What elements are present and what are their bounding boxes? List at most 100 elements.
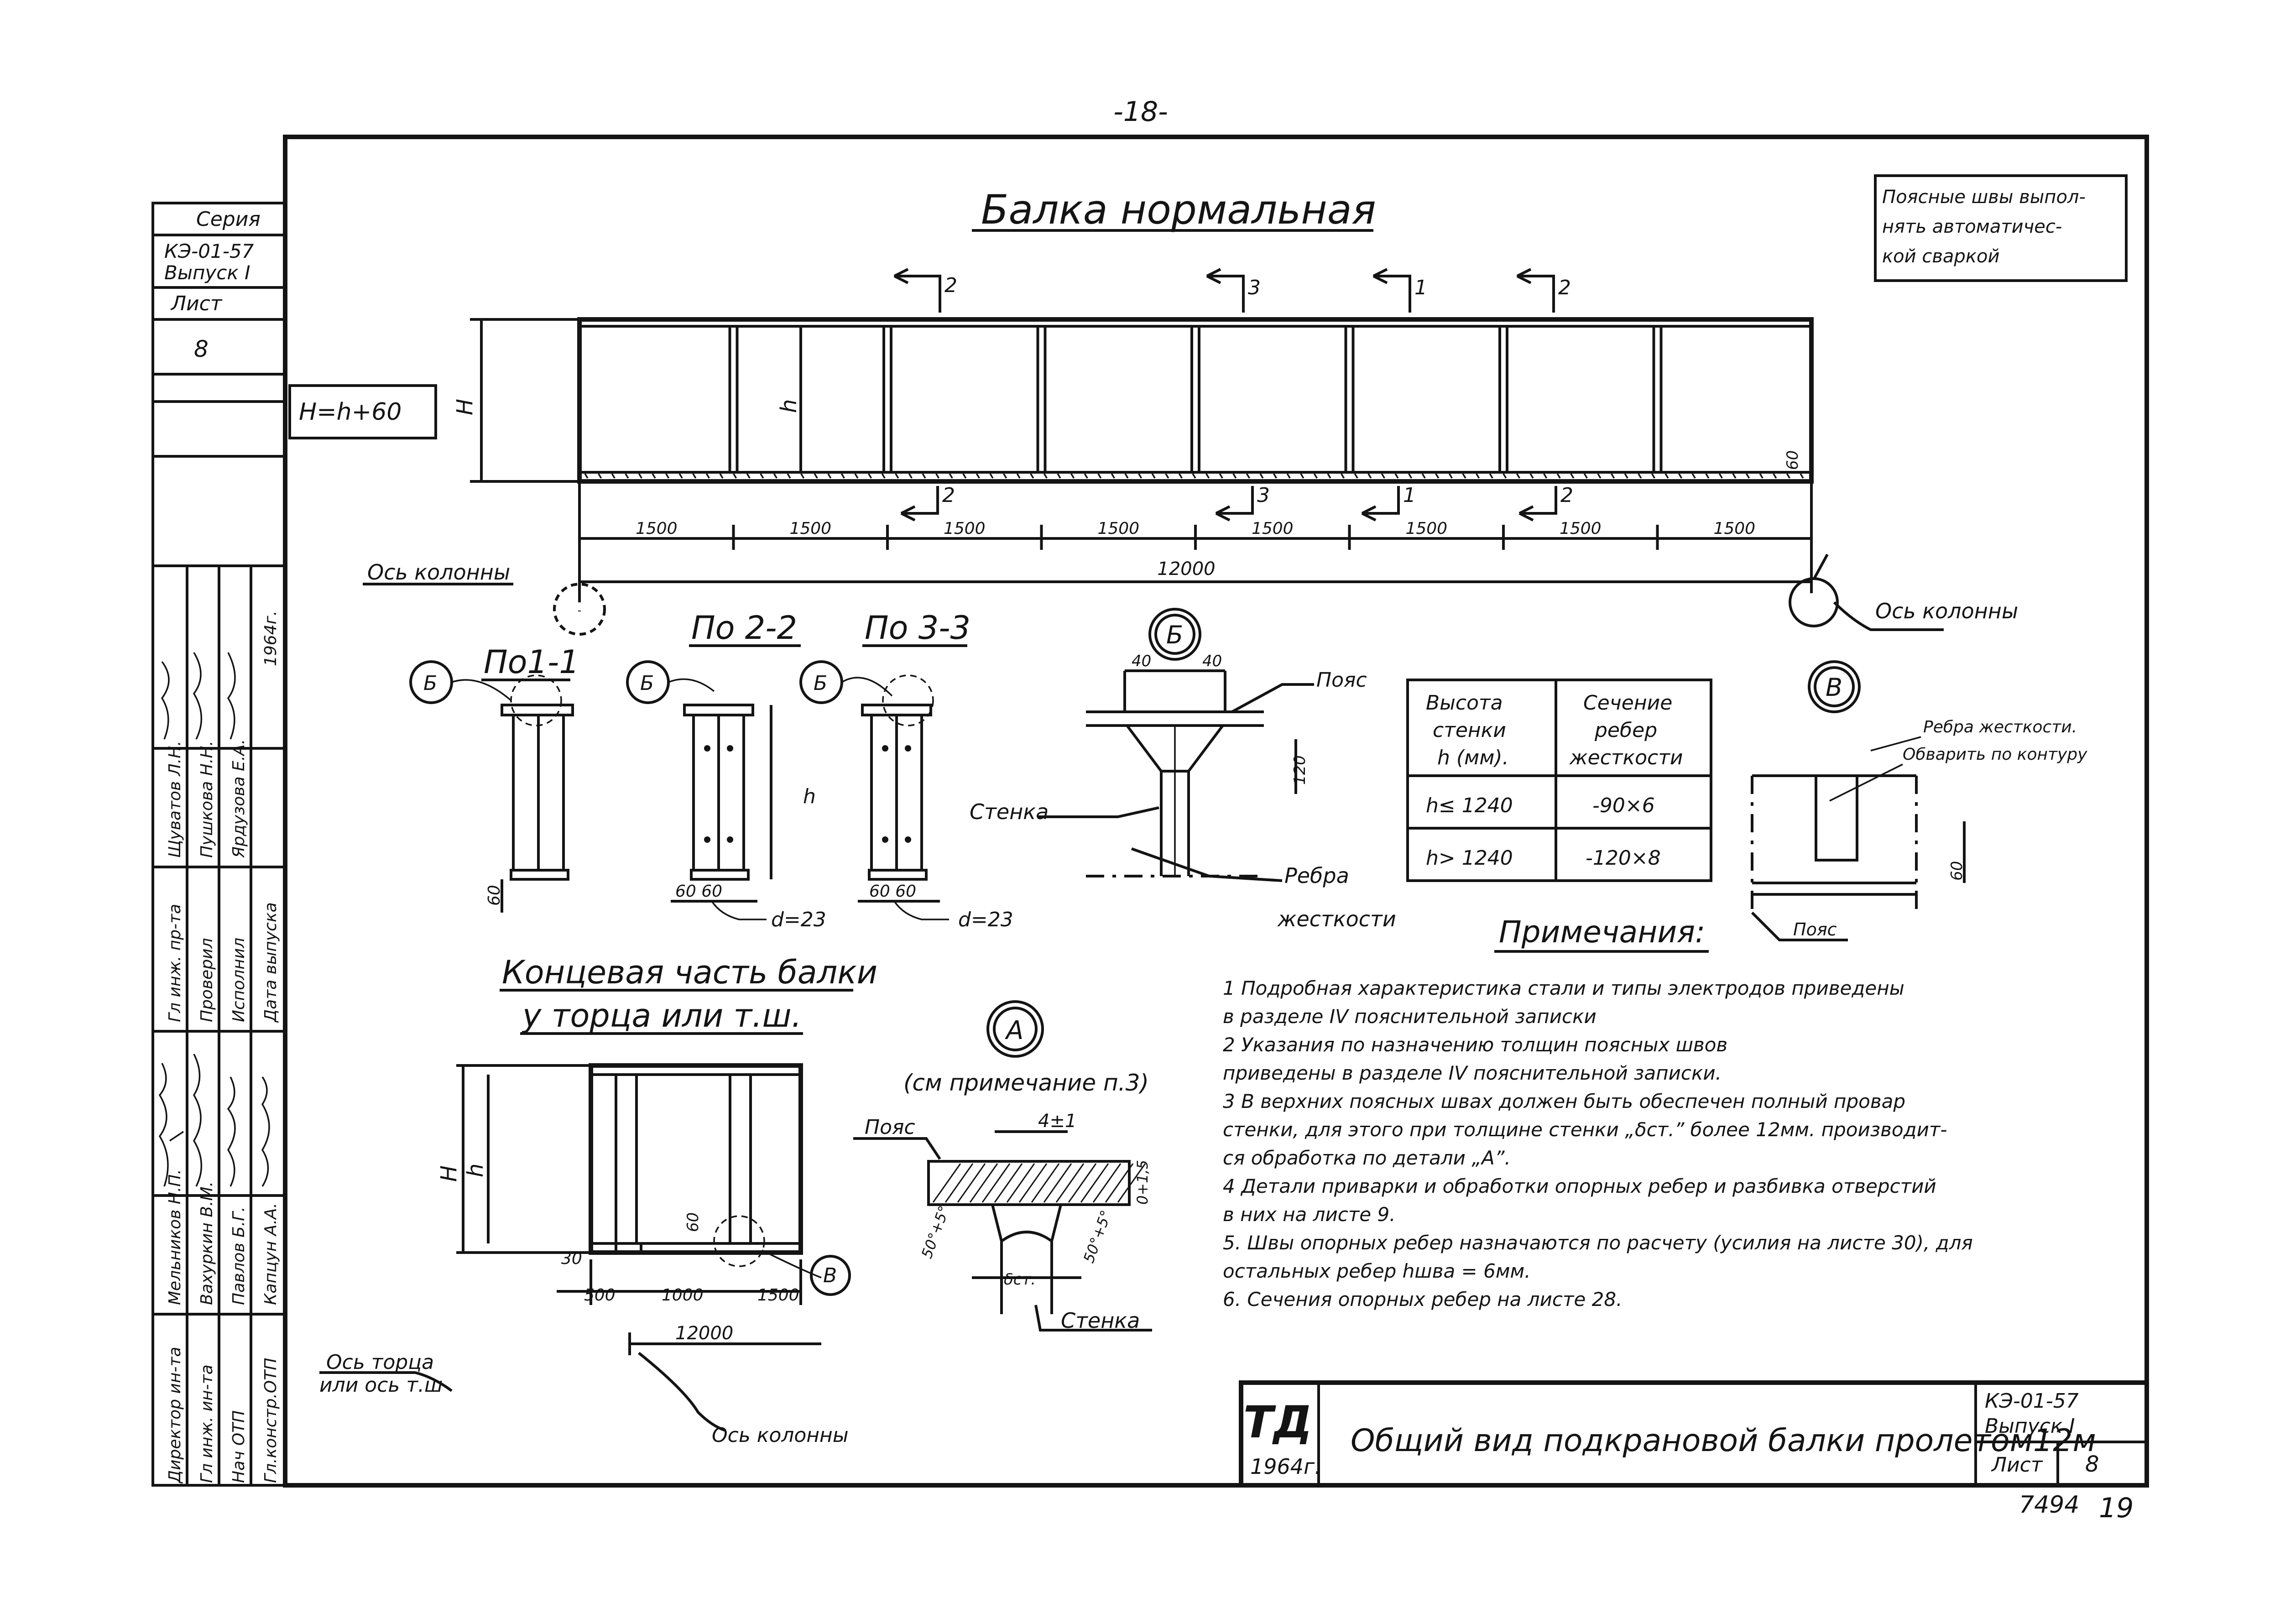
callout-b-1: Б — [423, 672, 437, 695]
detail-v-title: В — [1826, 673, 1842, 702]
detail-b-ribs-1: Ребра — [1284, 863, 1349, 888]
weld-tick — [854, 473, 859, 479]
side-stamp: Серия КЭ-01-57 Выпуск I Лист 8 Директор … — [151, 202, 287, 1487]
section-3-3-title: По 3-3 — [865, 609, 970, 647]
hatch-line — [1031, 1163, 1060, 1203]
table-row-1-section: -90×6 — [1592, 794, 1655, 817]
weld-tick — [787, 473, 791, 479]
detail-a-ref: (см примечание п.3) — [903, 1070, 1149, 1096]
weld-tick — [1476, 473, 1480, 479]
weld-tick — [1746, 473, 1750, 479]
table-header-1-line-1: Высота — [1426, 691, 1503, 715]
axis-column-right: Ось колонны — [1875, 599, 2018, 623]
stamp-sheet-value: 8 — [194, 336, 209, 362]
end-axis-label-1: Ось торца — [326, 1351, 434, 1374]
hatch-line — [1006, 1163, 1035, 1203]
detail-v-note-2: Обварить по контуру — [1903, 745, 2087, 764]
title-block: ТД 1964г. Общий вид подкрановой балки пр… — [1239, 1380, 2149, 1524]
stiffener-group — [584, 326, 1804, 479]
weld-tick — [1462, 473, 1466, 479]
table-row-2-section: -120×8 — [1586, 846, 1661, 870]
detail-b-belt: Пояс — [1316, 668, 1367, 692]
weld-tick — [1570, 473, 1575, 479]
weld-tick — [733, 473, 737, 479]
weld-tick — [1327, 473, 1331, 479]
weld-tick — [598, 473, 602, 479]
detail-a-angle-right: 50°+5° — [1080, 1208, 1115, 1265]
role-director: Директор ин-та — [166, 1347, 184, 1484]
weld-tick — [922, 473, 926, 479]
weld-tick — [1354, 473, 1358, 479]
signature-1 — [158, 1063, 184, 1187]
note-line-7: ся обработка по детали „А”. — [1223, 1147, 1511, 1169]
weld-tick — [625, 473, 629, 479]
weld-tick — [1016, 473, 1021, 479]
weld-tick — [1165, 473, 1169, 479]
weld-tick — [1205, 473, 1210, 479]
detail-b: Б 40 40 Пояс 120 Стенка Ребра жесткости — [970, 608, 1396, 931]
detail-a-delta: δст. — [1004, 1270, 1036, 1289]
series-code: КЭ-01-57 — [164, 240, 254, 262]
end-part-title-1: Концевая часть балки — [502, 954, 877, 991]
role-issue-date: Дата выпуска — [261, 902, 280, 1023]
detail-a-web: Стенка — [1061, 1308, 1140, 1333]
section-mark-bottom-1: 1 — [1403, 484, 1416, 507]
axis-column-left: Ось колонны — [367, 560, 510, 585]
weld-tick — [1286, 473, 1291, 479]
weld-tick — [935, 473, 940, 479]
detail-v-dim-60: 60 — [1948, 861, 1966, 881]
page-number: -18- — [1113, 96, 1168, 128]
name-kaptsun: Капцун А.А. — [261, 1203, 280, 1305]
end-dim-30: 30 — [561, 1249, 582, 1268]
detail-b-dim-120: 120 — [1291, 755, 1309, 785]
weld-tick — [1421, 473, 1426, 479]
weld-note-box — [1874, 174, 2128, 282]
weld-note-line-1: Поясные швы выпол- — [1882, 187, 2086, 208]
table-header-2-line-3: жесткости — [1569, 746, 1683, 769]
role-checked: Проверил — [198, 938, 216, 1022]
weld-tick — [1435, 473, 1440, 479]
weld-tick — [719, 473, 724, 479]
section-2-2-dim-h: h — [803, 785, 816, 808]
weld-tick — [1219, 473, 1223, 479]
span-dim-5: 1500 — [1252, 519, 1294, 538]
hatch-line — [932, 1163, 961, 1203]
weld-tick — [638, 473, 642, 479]
series-issue: Выпуск I — [164, 261, 250, 284]
weld-tick — [1043, 473, 1048, 479]
weld-tick — [692, 473, 697, 479]
drawing-title: Общий вид подкрановой балки пролетом12м — [1351, 1423, 2096, 1459]
callout-b-3: Б — [814, 672, 827, 695]
weld-tick — [827, 473, 832, 479]
signature-5 — [161, 661, 170, 740]
hatch-line — [1080, 1163, 1109, 1203]
weld-tick — [1529, 473, 1534, 479]
weld-tick — [1800, 473, 1804, 479]
weld-tick — [1556, 473, 1561, 479]
detail-a: А (см примечание п.3) Пояс 4±1 0+1,5 50°… — [853, 1000, 1152, 1333]
stamp-sheet-label: Лист — [170, 292, 223, 315]
role-head-otp: Нач ОТП — [230, 1410, 248, 1483]
table-row-1-height: h≤ 1240 — [1426, 794, 1513, 817]
detail-b-web: Стенка — [970, 799, 1049, 824]
hatch-line — [1092, 1163, 1122, 1203]
notes-title: Примечания: — [1499, 914, 1705, 950]
weld-tick — [1705, 473, 1710, 479]
weld-tick — [705, 473, 710, 479]
span-dim-7: 1500 — [1560, 519, 1602, 538]
table-header-1-line-3: h (мм). — [1437, 746, 1509, 769]
note-line-4: приведены в разделе IV пояснительной зап… — [1223, 1062, 1722, 1084]
title-block-year: 1964г. — [1250, 1454, 1321, 1479]
section-1-1-title: По1-1 — [484, 643, 579, 681]
span-dim-6: 1500 — [1405, 519, 1447, 538]
weld-tick — [1597, 473, 1602, 479]
weld-tick — [760, 473, 764, 479]
note-line-10: 5. Швы опорных ребер назначаются по расч… — [1223, 1232, 1973, 1254]
hatch-line — [1068, 1163, 1097, 1203]
callout-b-2: Б — [640, 672, 654, 695]
name-shchuvatov: Щуватов Л.Н. — [166, 741, 184, 858]
issue-year: 1964г. — [261, 611, 280, 666]
weld-tick — [800, 473, 805, 479]
weld-tick — [989, 473, 994, 479]
